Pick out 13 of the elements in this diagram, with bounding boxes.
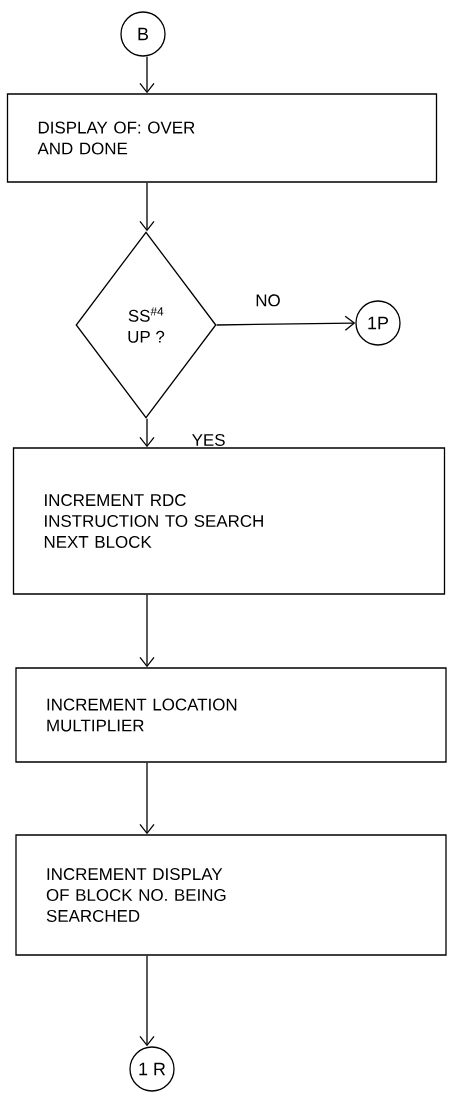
arrow bbox=[216, 315, 356, 331]
arrow bbox=[139, 418, 155, 448]
arrow bbox=[139, 955, 155, 1047]
arrow bbox=[139, 56, 155, 94]
arrow bbox=[139, 762, 155, 835]
process-box: INCREMENT DISPLAY OF BLOCK NO. BEING SEARCHED bbox=[15, 834, 447, 956]
arrow bbox=[139, 182, 155, 232]
edge-label: YES bbox=[190, 433, 227, 447]
process-box: INCREMENT RDC INSTRUCTION TO SEARCH NEXT BLOCK bbox=[12, 447, 446, 595]
edge-label: NO bbox=[254, 293, 282, 308]
process-box: DISPLAY OF: OVER AND DONE bbox=[6, 93, 438, 183]
arrow bbox=[139, 594, 155, 668]
process-box: INCREMENT LOCATION MULTIPLIER bbox=[15, 667, 447, 763]
